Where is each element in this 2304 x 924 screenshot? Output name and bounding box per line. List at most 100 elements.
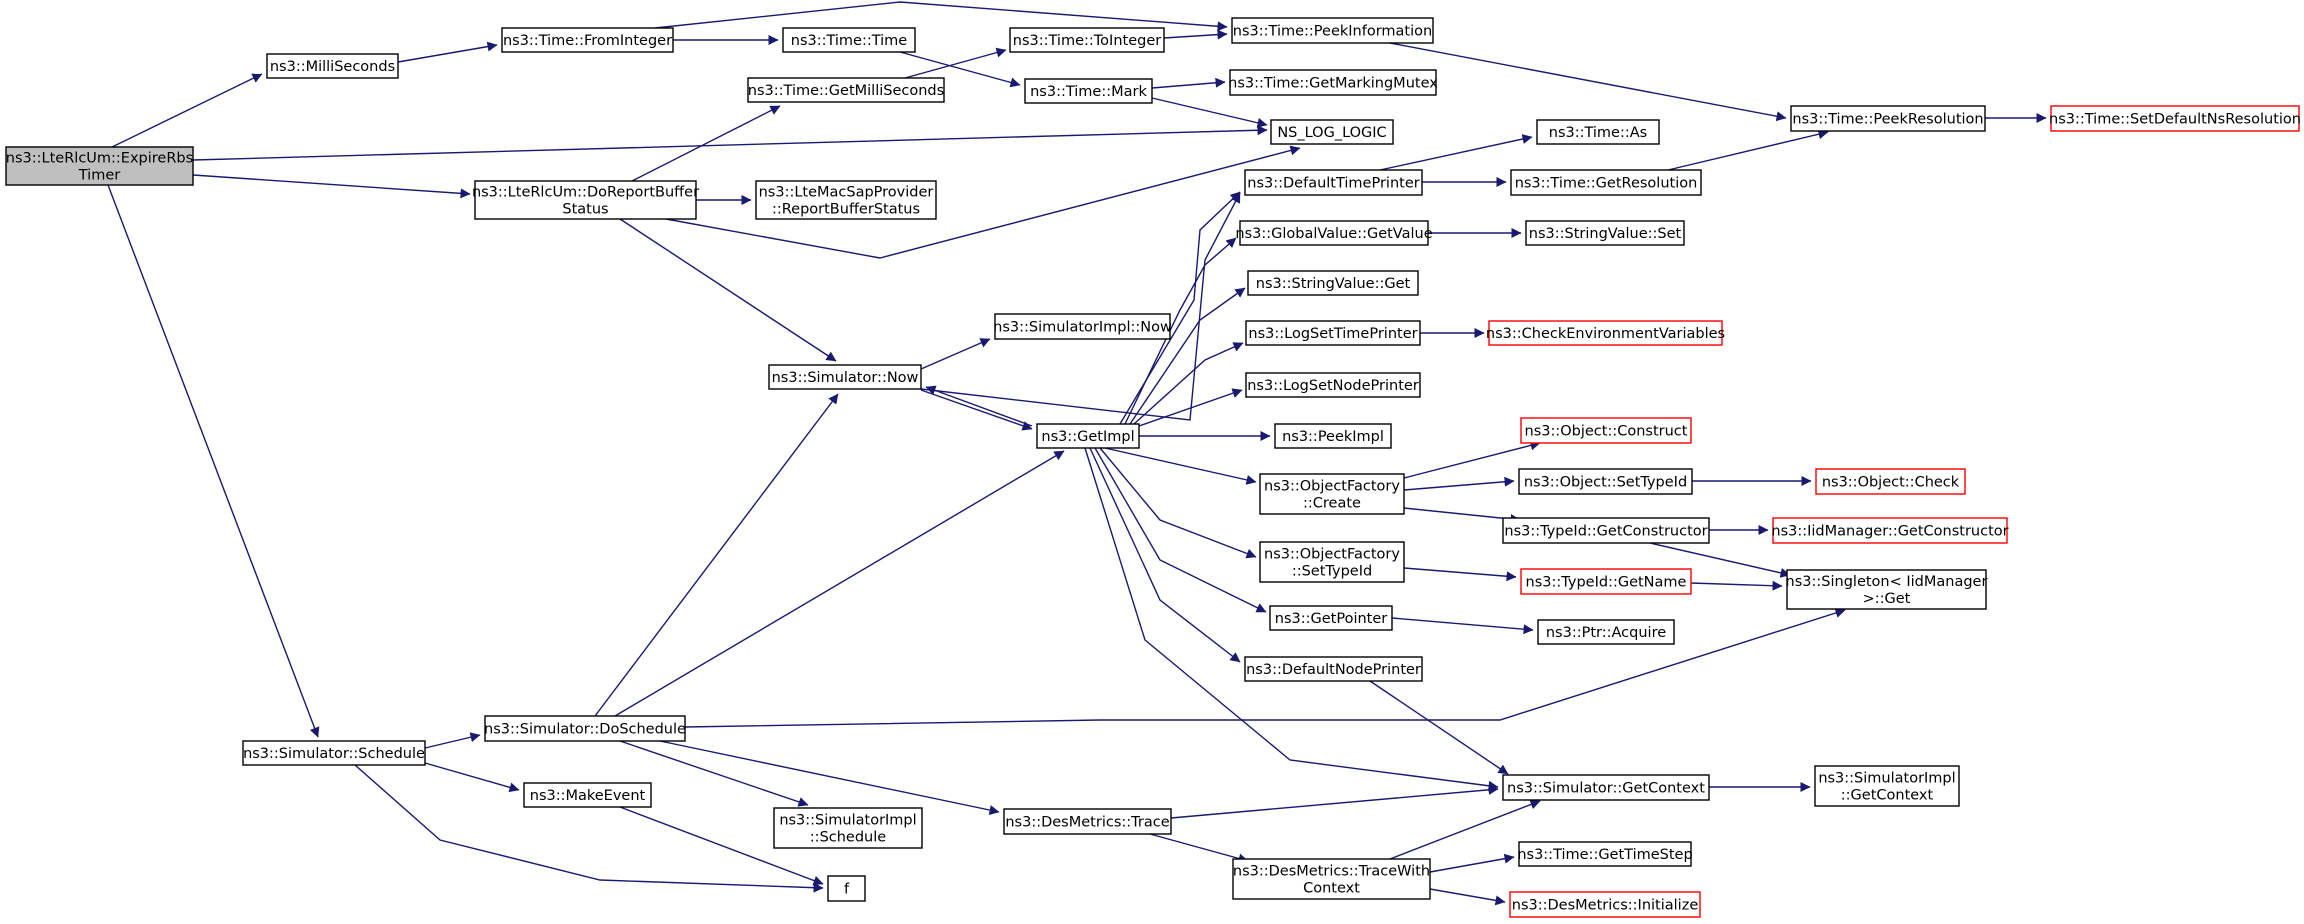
node-box[interactable] <box>782 27 916 53</box>
node-box[interactable] <box>523 782 652 808</box>
node-box[interactable] <box>1269 605 1393 631</box>
node-box[interactable] <box>1488 320 1723 346</box>
node-box[interactable] <box>773 807 923 849</box>
node-typeidgetctor[interactable]: ns3::TypeId::GetConstructor <box>1502 517 1710 544</box>
node-peekimpl[interactable]: ns3::PeekImpl <box>1274 423 1392 449</box>
node-box[interactable] <box>1024 78 1153 104</box>
node-mark[interactable]: ns3::Time::Mark <box>1024 78 1153 104</box>
node-simimplnow[interactable]: ns3::SimulatorImpl::Now <box>993 313 1172 340</box>
node-ptracquire[interactable]: ns3::Ptr::Acquire <box>1537 619 1675 645</box>
node-box[interactable] <box>1245 320 1421 346</box>
node-objfactcreate[interactable]: ns3::ObjectFactory::Create <box>1259 473 1405 515</box>
node-box[interactable] <box>1009 27 1165 53</box>
node-frominteger[interactable]: ns3::Time::FromInteger <box>501 27 674 53</box>
node-box[interactable] <box>1231 17 1434 44</box>
node-timeas[interactable]: ns3::Time::As <box>1536 119 1660 145</box>
node-box[interactable] <box>1520 417 1692 444</box>
node-tointeger[interactable]: ns3::Time::ToInteger <box>1009 27 1165 53</box>
node-objfactsettype[interactable]: ns3::ObjectFactory::SetTypeId <box>1259 541 1405 583</box>
node-box[interactable] <box>1786 569 1987 610</box>
node-box[interactable] <box>1244 169 1423 196</box>
node-box[interactable] <box>1510 169 1702 196</box>
node-makeevent[interactable]: ns3::MakeEvent <box>523 782 652 808</box>
node-peekinfo[interactable]: ns3::Time::PeekInformation <box>1231 17 1434 44</box>
node-box[interactable] <box>1537 619 1675 645</box>
node-box[interactable] <box>1244 656 1423 682</box>
node-box[interactable] <box>1245 372 1421 398</box>
node-box[interactable] <box>1229 69 1437 96</box>
node-getres[interactable]: ns3::Time::GetResolution <box>1510 169 1702 196</box>
node-box[interactable] <box>1814 765 1960 807</box>
node-box[interactable] <box>474 180 697 220</box>
node-box[interactable] <box>755 180 937 220</box>
node-objsettypeid[interactable]: ns3::Object::SetTypeId <box>1518 468 1693 495</box>
node-box[interactable] <box>1502 517 1710 544</box>
node-box[interactable] <box>1518 841 1692 867</box>
node-box[interactable] <box>1003 808 1172 835</box>
node-box[interactable] <box>827 875 866 902</box>
node-simnow[interactable]: ns3::Simulator::Now <box>768 364 922 390</box>
node-box[interactable] <box>1239 220 1429 246</box>
node-iidgetctor[interactable]: ns3::IidManager::GetConstructor <box>1771 517 2009 544</box>
node-desinit[interactable]: ns3::DesMetrics::Initialize <box>1509 891 1701 918</box>
node-objcheck[interactable]: ns3::Object::Check <box>1815 468 1966 495</box>
node-getpointer[interactable]: ns3::GetPointer <box>1269 605 1393 631</box>
node-box[interactable] <box>1509 891 1701 918</box>
node-getmilli[interactable]: ns3::Time::GetMilliSeconds <box>747 77 945 103</box>
node-box[interactable] <box>484 715 686 742</box>
node-ltemac[interactable]: ns3::LteMacSapProvider::ReportBufferStat… <box>755 180 937 220</box>
node-box[interactable] <box>1274 423 1392 449</box>
node-markingmutex[interactable]: ns3::Time::GetMarkingMutex <box>1228 69 1438 96</box>
node-setdefaultns[interactable]: ns3::Time::SetDefaultNsResolution <box>2049 105 2301 132</box>
node-gettimestep[interactable]: ns3::Time::GetTimeStep <box>1517 841 1693 867</box>
node-deftimeprinter[interactable]: ns3::DefaultTimePrinter <box>1244 169 1423 196</box>
node-nslog[interactable]: NS_LOG_LOGIC <box>1270 119 1394 145</box>
node-box[interactable] <box>747 77 945 103</box>
node-box[interactable] <box>1259 541 1405 583</box>
node-box[interactable] <box>1525 220 1685 246</box>
node-box[interactable] <box>1247 270 1419 296</box>
node-getimpl[interactable]: ns3::GetImpl <box>1036 423 1140 449</box>
node-peekres[interactable]: ns3::Time::PeekResolution <box>1790 105 1986 132</box>
node-box[interactable] <box>1790 105 1986 132</box>
node-simimplgetctx[interactable]: ns3::SimulatorImpl::GetContext <box>1814 765 1960 807</box>
node-simimplsched[interactable]: ns3::SimulatorImpl::Schedule <box>773 807 923 849</box>
node-box[interactable] <box>5 146 194 186</box>
node-dosched[interactable]: ns3::Simulator::DoSchedule <box>484 715 686 742</box>
node-milli[interactable]: ns3::MilliSeconds <box>266 53 399 79</box>
node-timetime[interactable]: ns3::Time::Time <box>782 27 916 53</box>
node-box[interactable] <box>1518 468 1693 495</box>
node-box[interactable] <box>242 740 426 766</box>
node-logsetnode[interactable]: ns3::LogSetNodePrinter <box>1245 372 1421 398</box>
node-box[interactable] <box>266 53 399 79</box>
node-simsched[interactable]: ns3::Simulator::Schedule <box>242 740 426 766</box>
node-typeidgetname[interactable]: ns3::TypeId::GetName <box>1520 568 1692 595</box>
node-singleton[interactable]: ns3::Singleton< IidManager>::Get <box>1786 569 1988 610</box>
node-box[interactable] <box>1036 423 1140 449</box>
node-box[interactable] <box>1536 119 1660 145</box>
node-box[interactable] <box>994 313 1171 340</box>
node-checkenv[interactable]: ns3::CheckEnvironmentVariables <box>1486 320 1725 346</box>
node-objconstruct[interactable]: ns3::Object::Construct <box>1520 417 1692 444</box>
node-defnodeprinter[interactable]: ns3::DefaultNodePrinter <box>1244 656 1423 682</box>
node-destrace[interactable]: ns3::DesMetrics::Trace <box>1003 808 1172 835</box>
node-box[interactable] <box>768 364 922 390</box>
node-globalvalue[interactable]: ns3::GlobalValue::GetValue <box>1235 220 1433 246</box>
node-box[interactable] <box>1259 473 1405 515</box>
node-box[interactable] <box>1232 858 1431 900</box>
node-logsettime[interactable]: ns3::LogSetTimePrinter <box>1245 320 1421 346</box>
node-box[interactable] <box>1502 774 1710 801</box>
node-f[interactable]: f <box>827 875 866 902</box>
node-box[interactable] <box>1772 517 2008 544</box>
node-simgetctx[interactable]: ns3::Simulator::GetContext <box>1502 774 1710 801</box>
node-box[interactable] <box>2050 105 2300 132</box>
node-box[interactable] <box>1520 568 1692 595</box>
node-box[interactable] <box>1270 119 1394 145</box>
node-box[interactable] <box>501 27 674 53</box>
node-stringset[interactable]: ns3::StringValue::Set <box>1525 220 1685 246</box>
node-stringget[interactable]: ns3::StringValue::Get <box>1247 270 1419 296</box>
node-box[interactable] <box>1815 468 1966 495</box>
